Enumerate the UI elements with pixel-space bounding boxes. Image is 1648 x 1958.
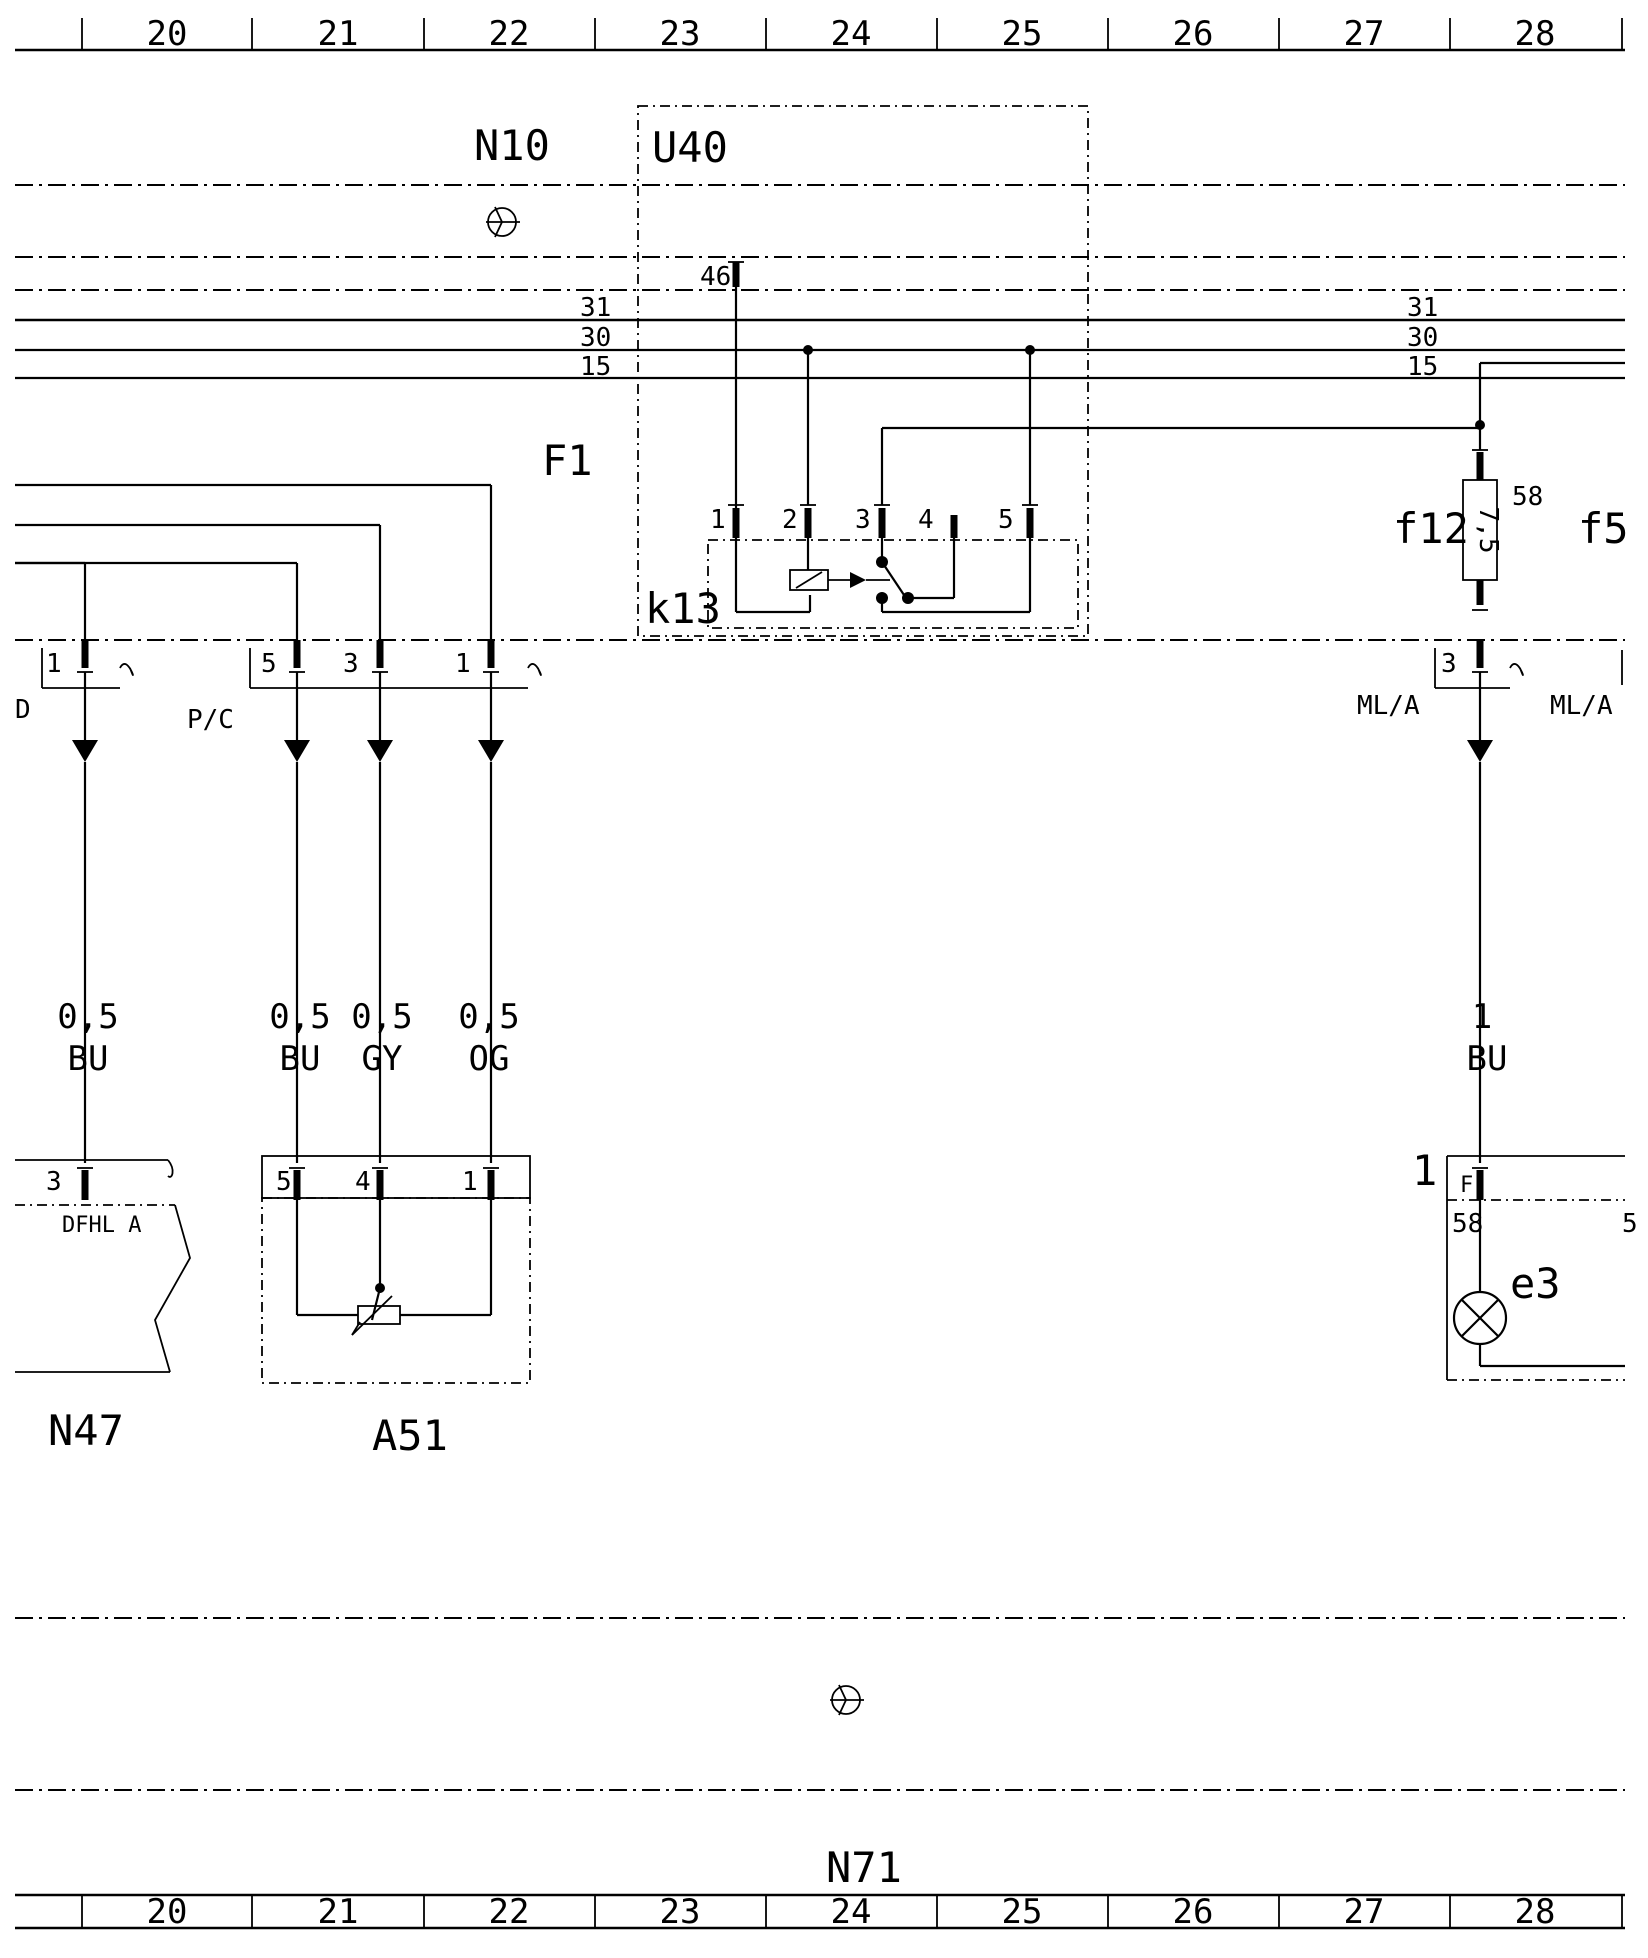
wire-5-color: BU — [1467, 1039, 1508, 1079]
e3-label: e3 — [1510, 1259, 1561, 1308]
top-col-22: 22 — [489, 14, 530, 54]
fuse-rating: 7,5 — [1473, 507, 1503, 554]
e3-cut-mark: 5 — [1622, 1209, 1638, 1239]
a51-pin-4: 4 — [355, 1167, 371, 1197]
pc-pin-5: 5 — [261, 649, 277, 679]
bus-30-right: 30 — [1407, 323, 1438, 353]
bottom-col-27: 27 — [1344, 1892, 1385, 1932]
bottom-col-26: 26 — [1173, 1892, 1214, 1932]
power-bus: 31 30 15 31 30 15 — [15, 293, 1625, 382]
bottom-col-23: 23 — [660, 1892, 701, 1932]
connector-mla: 3 ML/A ML/A — [1357, 640, 1623, 1163]
f12-label: f12 — [1393, 504, 1469, 553]
connector-pc: P/C 5 3 1 — [15, 483, 542, 1163]
f1-label: F1 — [542, 436, 593, 485]
e3-pin-label: F — [1460, 1173, 1473, 1198]
wire-5-size: 1 — [1472, 997, 1492, 1037]
relay-pin-5: 5 — [998, 505, 1014, 535]
ground-symbol-lower-icon — [830, 1684, 864, 1716]
connector-d-pin: 1 — [46, 649, 62, 679]
top-col-23: 23 — [660, 14, 701, 54]
k13-label: k13 — [645, 584, 721, 633]
bottom-ruler: 20 21 22 23 24 25 26 27 28 — [15, 1892, 1625, 1932]
top-col-20: 20 — [147, 14, 188, 54]
n47-module: 3 DFHL A N47 — [15, 1159, 191, 1455]
e3-pin-outer: 1 — [1412, 1146, 1437, 1195]
a51-label: A51 — [372, 1411, 448, 1460]
f5-label: f5 — [1578, 504, 1629, 553]
pc-pin-3: 3 — [343, 649, 359, 679]
n47-pin: 3 — [46, 1167, 62, 1197]
relay-pin-46: 46 — [700, 262, 731, 292]
top-col-28: 28 — [1515, 14, 1556, 54]
wire-3-color: GY — [362, 1039, 403, 1079]
wire-2-size: 0,5 — [269, 997, 330, 1037]
fuse-terminal-58: 58 — [1512, 482, 1543, 512]
wire-3-size: 0,5 — [351, 997, 412, 1037]
k13-relay: k13 46 1 2 3 — [645, 261, 1480, 633]
bus-30-left: 30 — [580, 323, 611, 353]
u40-label: U40 — [652, 123, 728, 172]
n10-label: N10 — [474, 121, 550, 170]
top-col-21: 21 — [318, 14, 359, 54]
bottom-col-20: 20 — [147, 1892, 188, 1932]
top-col-24: 24 — [831, 14, 872, 54]
connector-d-label: D — [15, 695, 31, 725]
e3-lamp-module: 1 F 58 5 e3 — [1412, 1146, 1638, 1381]
connector-d: D 1 — [15, 561, 134, 1163]
mla-label-right: ML/A — [1550, 691, 1613, 721]
e3-terminal: 58 — [1452, 1209, 1483, 1239]
bottom-col-24: 24 — [831, 1892, 872, 1932]
u40-module: U40 — [637, 105, 1089, 637]
n47-label: N47 — [48, 1406, 124, 1455]
relay-pin-4: 4 — [918, 505, 934, 535]
bus-31-left: 31 — [580, 293, 611, 323]
wire-4-size: 0,5 — [458, 997, 519, 1037]
guide-lines — [15, 184, 1625, 1791]
mla-label-left: ML/A — [1357, 691, 1420, 721]
ground-symbol-icon — [486, 206, 520, 238]
top-col-26: 26 — [1173, 14, 1214, 54]
n71-label: N71 — [826, 1843, 902, 1892]
top-ruler: 20 21 22 23 24 25 26 27 28 — [15, 14, 1625, 54]
bottom-col-25: 25 — [1002, 1892, 1043, 1932]
mla-pin: 3 — [1441, 649, 1457, 679]
a51-module: 5 4 1 A51 — [261, 1155, 531, 1460]
a51-pin-5: 5 — [276, 1167, 292, 1197]
a51-pin-1: 1 — [462, 1167, 478, 1197]
top-col-27: 27 — [1344, 14, 1385, 54]
wire-1-size: 0,5 — [57, 997, 118, 1037]
wire-1-color: BU — [68, 1039, 109, 1079]
pc-pin-1: 1 — [455, 649, 471, 679]
relay-pin-1: 1 — [710, 505, 726, 535]
bus-15-left: 15 — [580, 352, 611, 382]
n47-text: DFHL A — [62, 1213, 141, 1238]
wire-specs: 0,5 BU 0,5 BU 0,5 GY 0,5 OG 1 BU — [57, 997, 1507, 1079]
wire-4-color: OG — [469, 1039, 510, 1079]
bottom-col-28: 28 — [1515, 1892, 1556, 1932]
relay-pin-3: 3 — [855, 505, 871, 535]
f12-fuse: 7,5 58 f12 f5 — [1393, 361, 1629, 611]
bottom-col-22: 22 — [489, 1892, 530, 1932]
lamp-icon — [1452, 1290, 1508, 1346]
connector-pc-label: P/C — [187, 705, 234, 735]
relay-pin-2: 2 — [782, 505, 798, 535]
wire-2-color: BU — [280, 1039, 321, 1079]
bottom-col-21: 21 — [318, 1892, 359, 1932]
top-col-25: 25 — [1002, 14, 1043, 54]
bus-31-right: 31 — [1407, 293, 1438, 323]
bus-15-right: 15 — [1407, 352, 1438, 382]
